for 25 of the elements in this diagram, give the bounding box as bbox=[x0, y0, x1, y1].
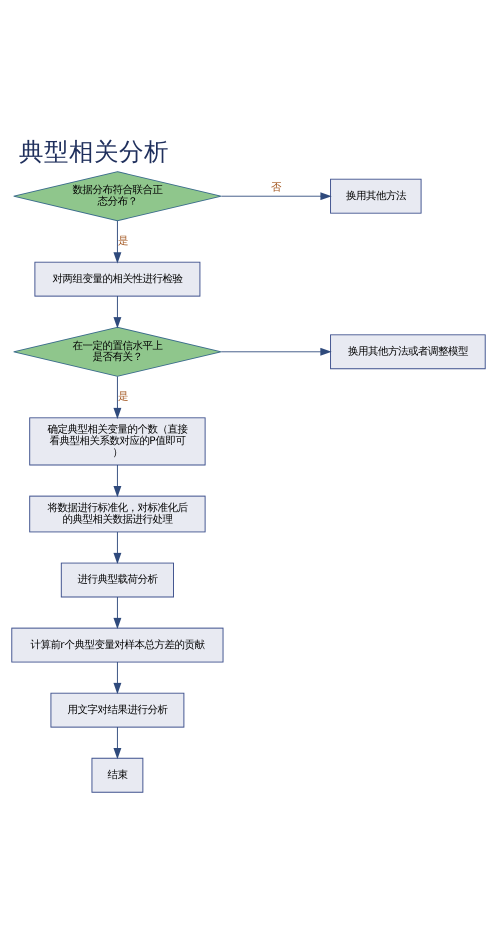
edge-label: 是 bbox=[118, 390, 128, 402]
node-box: 换用其他方法或者调整模型 bbox=[330, 334, 486, 369]
arrow bbox=[113, 376, 122, 419]
node-box: 用文字对结果进行分析 bbox=[50, 692, 184, 728]
node-diamond: 在一定的置信水平上是否有关？ bbox=[13, 326, 222, 376]
edge-label: 否 bbox=[270, 180, 281, 193]
node-diamond: 数据分布符合联合正态分布？ bbox=[13, 170, 222, 221]
node-box: 将数据进行标准化，对标准化后的典型相关数据进行处理 bbox=[29, 495, 206, 532]
arrow bbox=[113, 464, 122, 497]
arrow bbox=[113, 531, 122, 564]
node-box: 确定典型相关变量的个数（直接看典型相关系数对应的P值即可） bbox=[29, 416, 206, 465]
arrow bbox=[113, 596, 122, 629]
node-box: 进行典型载荷分析 bbox=[60, 562, 174, 597]
diagram-title: 典型相关分析 bbox=[18, 136, 169, 166]
node-box: 计算前r个典型变量对样本总方差的贡献 bbox=[11, 627, 224, 662]
arrow bbox=[220, 192, 332, 200]
edge-label: 是 bbox=[118, 234, 128, 247]
arrow bbox=[113, 661, 122, 694]
node-box: 换用其他方法 bbox=[330, 178, 422, 214]
arrow bbox=[220, 347, 332, 356]
arrow bbox=[113, 220, 122, 264]
node-box: 对两组变量的相关性进行检验 bbox=[34, 261, 200, 296]
node-box: 结束 bbox=[91, 757, 144, 792]
arrow bbox=[113, 295, 122, 328]
arrow bbox=[113, 726, 122, 759]
